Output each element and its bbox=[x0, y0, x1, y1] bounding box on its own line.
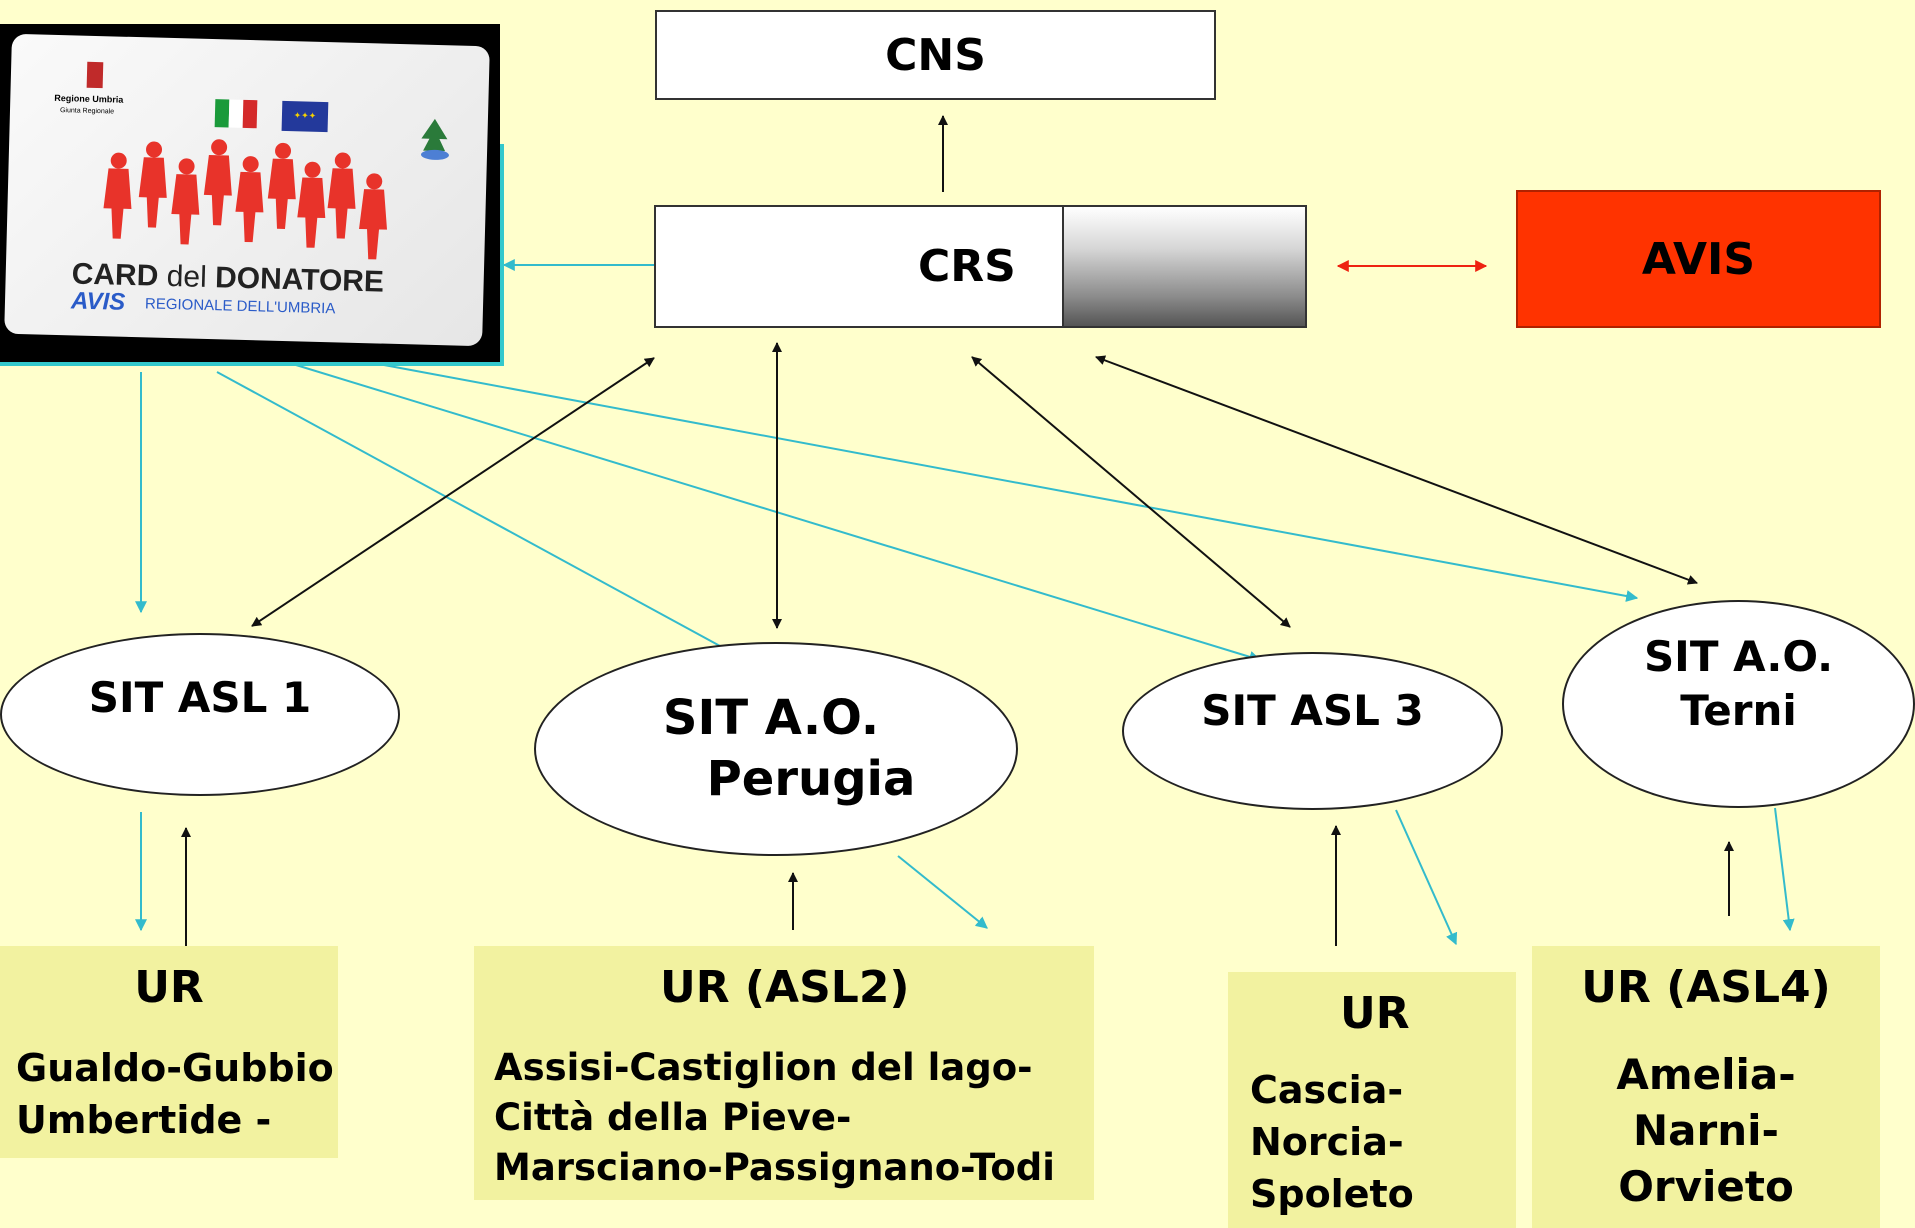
arrow-sit-terni-ur bbox=[1774, 807, 1795, 932]
ur-asl1-box: UR Gualdo-Gubbio Umbertide - bbox=[0, 946, 338, 1158]
ur-asl1-line-2: Umbertide - bbox=[16, 1098, 272, 1142]
sit-ao-terni-line2: Terni bbox=[1680, 686, 1797, 735]
crs-gradient-panel bbox=[1062, 207, 1305, 326]
card-region-line2: Giunta Regionale bbox=[59, 107, 115, 116]
sit-ao-perugia-node: SIT A.O. Perugia bbox=[534, 642, 1018, 856]
donor-figures-icon bbox=[103, 139, 388, 260]
sit-asl3-node: SIT ASL 3 bbox=[1122, 652, 1503, 810]
arrow-sit-asl3-ur bbox=[1395, 809, 1458, 946]
arrow-crs-sit-terni bbox=[1095, 355, 1698, 585]
sit-asl1-label: SIT ASL 1 bbox=[88, 672, 312, 722]
ur-asl4-line-3: Orvieto bbox=[1618, 1162, 1794, 1211]
ur-asl2-line-2: Città della Pieve- bbox=[494, 1096, 852, 1139]
card-face: Regione Umbria Giunta Regionale ✦✦✦ bbox=[4, 33, 490, 347]
donor-card-image: Regione Umbria Giunta Regionale ✦✦✦ bbox=[0, 24, 504, 366]
sit-ao-perugia-line1: SIT A.O. bbox=[662, 689, 880, 746]
ur-asl4-line-2: Narni- bbox=[1633, 1106, 1779, 1155]
ur-asl3-line-2: Norcia- bbox=[1250, 1120, 1404, 1164]
ur-asl4-box: UR (ASL4) Amelia- Narni- Orvieto bbox=[1532, 946, 1880, 1228]
ur-asl2-line-3: Marsciano-Passignano-Todi bbox=[494, 1146, 1055, 1189]
avis-logo-icon bbox=[417, 116, 452, 161]
ur-asl3-title: UR bbox=[1340, 988, 1410, 1039]
ur-asl2-box: UR (ASL2) Assisi-Castiglion del lago- Ci… bbox=[474, 946, 1094, 1200]
avis-label: AVIS bbox=[1641, 233, 1756, 285]
ur-asl3-box: UR Cascia- Norcia- Spoleto bbox=[1228, 972, 1516, 1228]
arrow-sit-perugia-ur bbox=[897, 855, 988, 929]
sit-ao-perugia-line2: Perugia bbox=[706, 751, 916, 807]
avis-box: AVIS bbox=[1516, 190, 1881, 328]
ur-asl3-line-1: Cascia- bbox=[1250, 1068, 1404, 1112]
crs-box: CRS bbox=[654, 205, 1307, 328]
eu-flag-icon: ✦✦✦ bbox=[281, 100, 329, 133]
arrow-card-sit-perugia bbox=[216, 371, 744, 659]
sit-asl1-node: SIT ASL 1 bbox=[0, 633, 400, 796]
card-subtitle: REGIONALE DELL'UMBRIA bbox=[144, 295, 336, 318]
card-region-line1: Regione Umbria bbox=[54, 92, 124, 105]
card-title-b: del bbox=[166, 259, 208, 294]
card-brand: AVIS bbox=[70, 287, 126, 316]
ur-asl4-title: UR (ASL4) bbox=[1581, 962, 1831, 1013]
crs-label: CRS bbox=[918, 241, 1016, 292]
ur-asl1-title: UR bbox=[134, 962, 204, 1013]
ur-asl3-line-3: Spoleto bbox=[1250, 1172, 1414, 1216]
cns-label: CNS bbox=[885, 29, 986, 81]
arrow-crs-sit-asl1 bbox=[251, 357, 655, 627]
card-title-c: DONATORE bbox=[214, 261, 385, 299]
ur-asl2-title: UR (ASL2) bbox=[660, 962, 910, 1013]
sit-ao-terni-node: SIT A.O. Terni bbox=[1562, 600, 1915, 808]
ur-asl1-line-1: Gualdo-Gubbio bbox=[16, 1046, 334, 1090]
ur-asl4-line-1: Amelia- bbox=[1616, 1050, 1796, 1099]
arrow-card-sit-terni bbox=[383, 364, 1639, 602]
ur-asl2-line-1: Assisi-Castiglion del lago- bbox=[494, 1046, 1033, 1089]
italy-flag-icon bbox=[214, 99, 258, 129]
sit-asl3-label: SIT ASL 3 bbox=[1201, 686, 1424, 736]
cns-box: CNS bbox=[655, 10, 1216, 100]
region-emblem-icon bbox=[86, 61, 104, 89]
sit-ao-terni-line1: SIT A.O. bbox=[1643, 632, 1834, 682]
